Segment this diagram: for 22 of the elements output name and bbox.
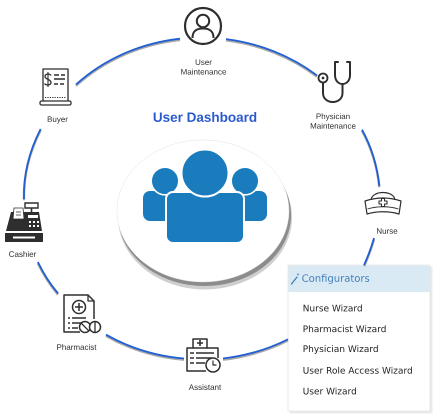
menu-item: User Role Access Wizard <box>304 366 412 374</box>
icon-label: Assistant <box>188 384 222 390</box>
connector-arc <box>360 129 381 188</box>
connector-arc <box>36 262 59 296</box>
menu-item: Pharmacist Wizard <box>304 325 386 332</box>
menu-header: Configurators <box>288 266 430 292</box>
icon-label: User Maintenance <box>181 59 226 75</box>
connector-arc <box>222 338 289 361</box>
dashboard-title: User Dashboard <box>154 112 256 122</box>
icon-label: Physician Maintenance <box>310 113 356 129</box>
connector-arc <box>226 38 318 78</box>
connector-arc <box>75 38 180 87</box>
menu-item: User Wizard <box>304 388 356 394</box>
connector-arc <box>22 128 42 200</box>
icon-label: Nurse <box>377 228 398 234</box>
menu-item: Nurse Wizard <box>304 304 362 312</box>
icon-label: Cashier <box>9 251 36 257</box>
icon-label: Buyer <box>48 116 68 124</box>
menu-item: Physician Wizard <box>304 345 378 354</box>
connector-arc <box>105 334 184 361</box>
icon-label: Pharmacist <box>57 344 96 350</box>
connector-arc <box>363 238 376 267</box>
